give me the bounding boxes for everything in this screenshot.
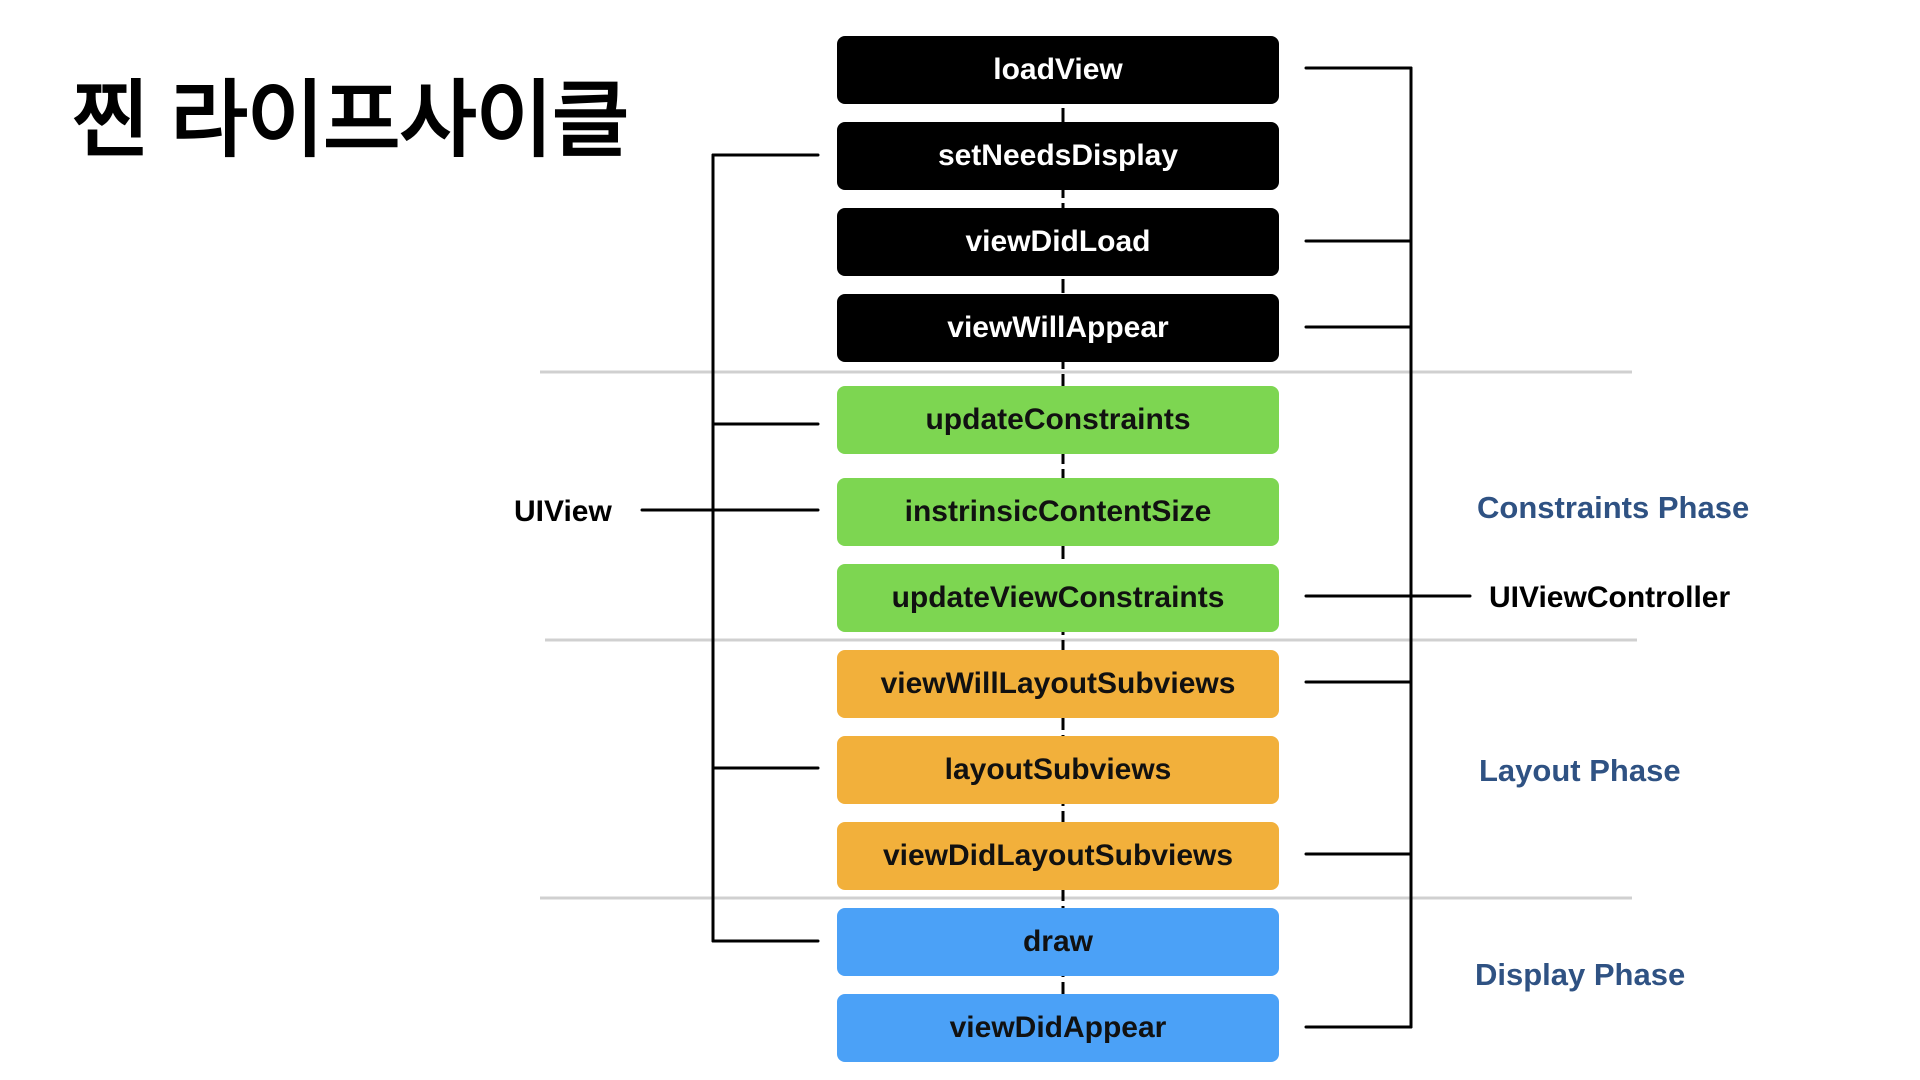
step-update-view-constraints: updateViewConstraints (837, 564, 1279, 632)
step-view-did-appear: viewDidAppear (837, 994, 1279, 1062)
uiview-label: UIView (514, 495, 612, 528)
display-phase-label: Display Phase (1475, 957, 1686, 992)
constraints-phase-label: Constraints Phase (1477, 490, 1750, 525)
step-update-constraints: updateConstraints (837, 386, 1279, 454)
step-layout-subviews: layoutSubviews (837, 736, 1279, 804)
layout-phase-label: Layout Phase (1479, 753, 1681, 788)
step-view-will-appear: viewWillAppear (837, 294, 1279, 362)
uiviewcontroller-label: UIViewController (1489, 581, 1731, 614)
step-set-needs-display: setNeedsDisplay (837, 122, 1279, 190)
step-instrinsic-content-size: instrinsicContentSize (837, 478, 1279, 546)
step-view-did-layout-subviews: viewDidLayoutSubviews (837, 822, 1279, 890)
step-view-did-load: viewDidLoad (837, 208, 1279, 276)
step-load-view: loadView (837, 36, 1279, 104)
step-view-will-layout-subviews: viewWillLayoutSubviews (837, 650, 1279, 718)
step-draw: draw (837, 908, 1279, 976)
page-title: 찐 라이프사이클 (72, 73, 629, 167)
